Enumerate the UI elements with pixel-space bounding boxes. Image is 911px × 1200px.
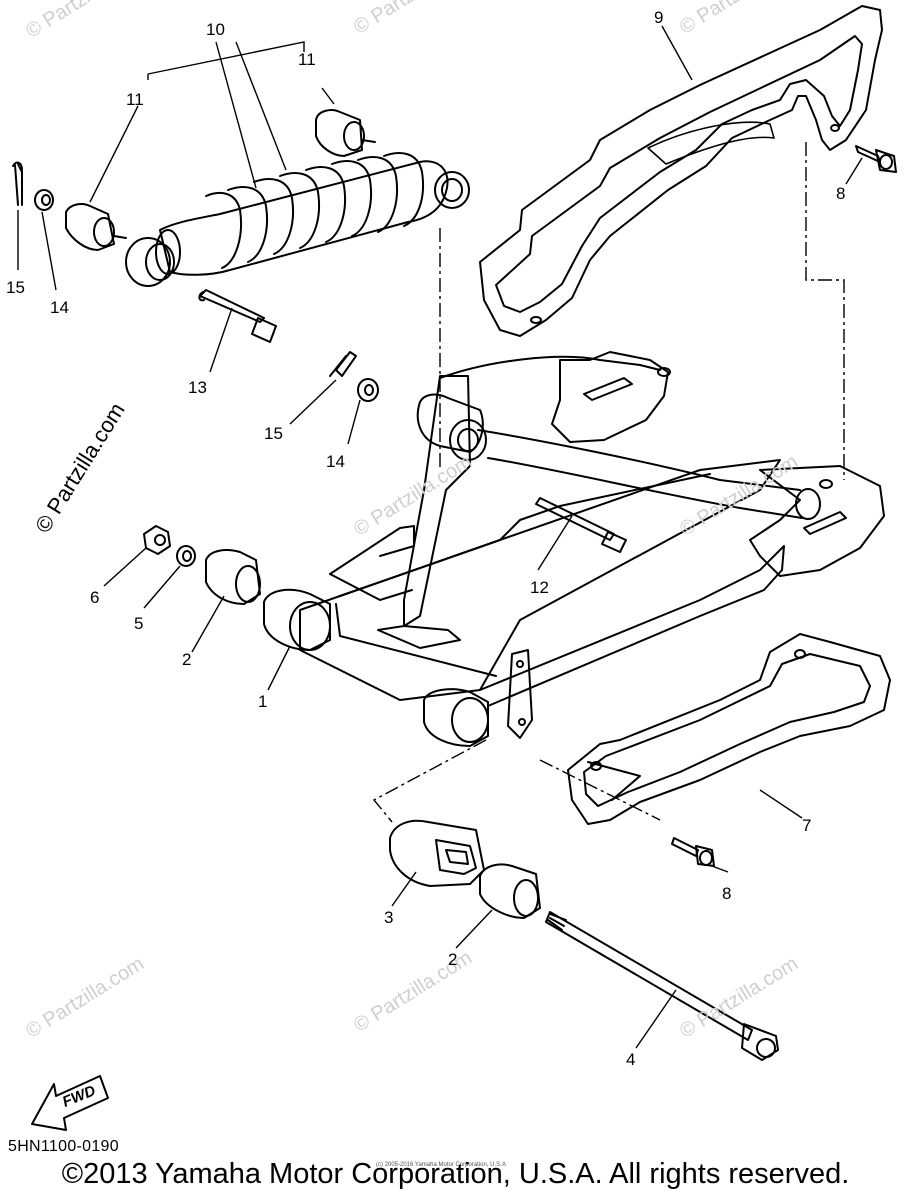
cotter-pin-part-15-lower xyxy=(329,351,357,377)
callout-15: 15 xyxy=(6,278,25,297)
callout-10: 10 xyxy=(206,20,225,39)
bolt-part-8-upper xyxy=(855,145,897,173)
cotter-pin-part-15-upper xyxy=(12,161,23,206)
callout-6: 6 xyxy=(90,588,100,607)
assembly-lines xyxy=(372,142,845,823)
copyright-notice: ©2013 Yamaha Motor Corporation, U.S.A. A… xyxy=(61,1158,850,1190)
bolt-part-8-lower xyxy=(671,837,715,867)
callout-2: 2 xyxy=(448,950,458,969)
callout-14: 14 xyxy=(50,298,69,317)
swingarm-frame xyxy=(263,351,885,747)
nut-part-6 xyxy=(143,525,171,555)
callout-7: 7 xyxy=(802,816,812,835)
fine-print: (c) 2005-2016 Yamaha Motor Corporation, … xyxy=(376,1162,506,1168)
bolt-part-13 xyxy=(198,289,277,343)
collar-part-11-lower xyxy=(65,203,127,251)
callout-12: 12 xyxy=(530,578,549,597)
shock-absorber-part-10 xyxy=(125,152,470,287)
bushing-part-2-lower xyxy=(479,863,541,919)
leader-lines xyxy=(17,25,863,1049)
pivot-shaft-part-4 xyxy=(545,911,779,1061)
bushing-part-2-upper xyxy=(205,549,261,605)
callout-1: 1 xyxy=(258,692,268,711)
chain-guard-part-7 xyxy=(567,633,891,825)
washer-part-14-upper xyxy=(34,189,54,211)
callout-8: 8 xyxy=(722,884,732,903)
callout-11: 11 xyxy=(126,90,144,109)
callout-2: 2 xyxy=(182,650,192,669)
callout-3: 3 xyxy=(384,908,394,927)
callout-13: 13 xyxy=(188,378,207,397)
callout-4: 4 xyxy=(626,1050,636,1069)
callout-15: 15 xyxy=(264,424,283,443)
collar-part-11-upper xyxy=(315,109,376,157)
washer-part-5 xyxy=(176,545,196,567)
chain-case-part-9 xyxy=(479,5,883,337)
callout-8: 8 xyxy=(836,184,846,203)
diagram-code: 5HN1100-0190 xyxy=(8,1138,119,1155)
washer-part-14-lower xyxy=(357,378,379,402)
callout-9: 9 xyxy=(654,8,664,27)
fwd-arrow-icon xyxy=(31,1075,109,1131)
callout-14: 14 xyxy=(326,452,345,471)
bushing-part-3 xyxy=(389,819,485,887)
callout-5: 5 xyxy=(134,614,144,633)
bolt-part-12 xyxy=(535,497,627,553)
callout-11: 11 xyxy=(298,50,316,69)
